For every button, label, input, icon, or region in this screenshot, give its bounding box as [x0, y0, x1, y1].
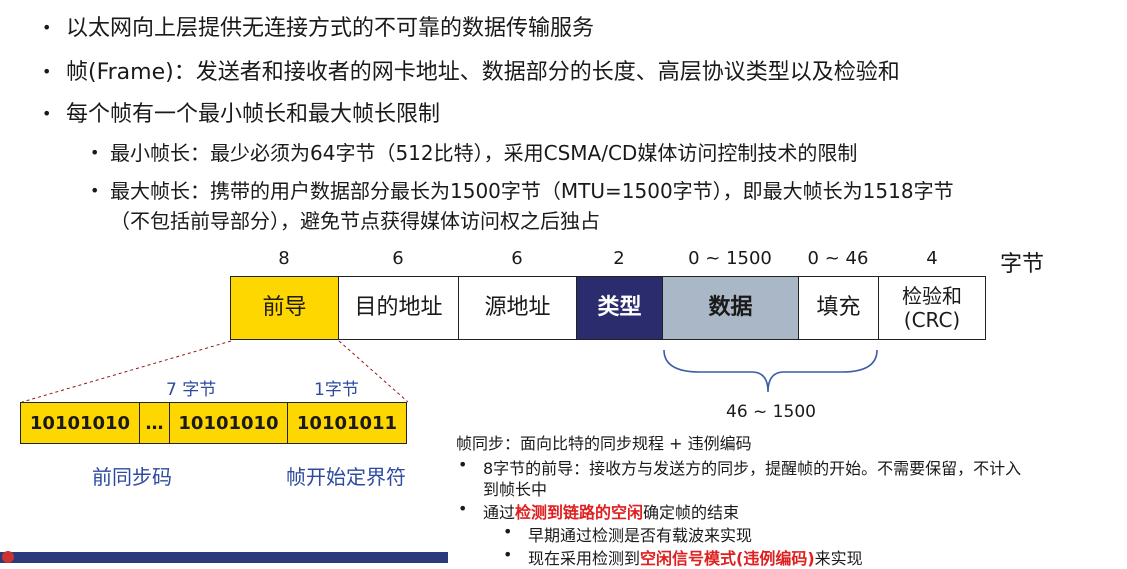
field-size-dest: 6 [392, 248, 404, 269]
note-1b: 到帧长中 [483, 480, 548, 499]
sub-bullet-1: 最小帧长：最少必须为64字节（512比特），采用CSMA/CD媒体访问控制技术的… [110, 141, 858, 165]
field-size-preamble: 8 [278, 248, 290, 269]
field-size-pad: 0 ~ 46 [807, 248, 869, 269]
field-size-data: 0 ~ 1500 [688, 248, 772, 269]
preamble-label-1: 1字节 [314, 380, 359, 400]
bullet-dot: • [42, 104, 52, 123]
field-name: 源地址 [484, 294, 551, 320]
field-crc: 检验和 (CRC) [878, 276, 986, 340]
field-preamble: 前导 [230, 276, 339, 340]
field-dest-address: 目的地址 [338, 276, 459, 340]
bullet-2: 帧(Frame)：发送者和接收者的网卡地址、数据部分的长度、高层协议类型以及检验… [66, 60, 900, 85]
field-name: 数据 [708, 294, 753, 320]
field-type: 类型 [576, 276, 663, 340]
bullet-1: 以太网向上层提供无连接方式的不可靠的数据传输服务 [66, 16, 595, 41]
field-size-crc: 4 [926, 248, 938, 269]
unit-label: 字节 [999, 252, 1044, 277]
preamble-byte: 10101010 [169, 402, 288, 444]
bullet-dot: • [42, 62, 52, 81]
note-subdot: • [503, 522, 513, 541]
field-name: 类型 [597, 294, 642, 320]
note-sub-2-pre: 现在采用检测到 [528, 549, 641, 568]
bullet-dot: • [42, 18, 52, 37]
field-name: 前导 [262, 294, 307, 320]
field-size-type: 2 [613, 248, 625, 269]
note-sub-1: 早期通过检测是否有载波来实现 [528, 526, 753, 545]
sub-bullet-dot: • [90, 181, 100, 200]
byte-value: 10101011 [296, 412, 398, 434]
preamble-caption: 前同步码 [92, 465, 172, 489]
field-name-sub: (CRC) [903, 308, 961, 332]
note-1a: 8字节的前导：接收方与发送方的同步，提醒帧的开始。不需要保留，不计入 [483, 459, 1022, 478]
note-subdot: • [503, 545, 513, 564]
sub-bullet-2-cont: （不包括前导部分），避免节点获得媒体访问权之后独占 [110, 209, 600, 233]
note-dot: • [458, 499, 468, 518]
note-2-highlight: 检测到链路的空闲 [515, 503, 644, 522]
byte-value: 10101010 [29, 412, 131, 434]
note-dot: • [458, 455, 468, 474]
note-2: 通过检测到链路的空闲确定帧的结束 [483, 499, 739, 523]
footer-logo [2, 551, 14, 563]
byte-value: 10101010 [178, 412, 279, 434]
field-size-src: 6 [511, 248, 523, 269]
sfd-caption: 帧开始定界符 [286, 465, 406, 489]
sub-bullet-dot: • [90, 143, 100, 162]
sfd-byte: 10101011 [287, 402, 407, 444]
preamble-label-7: 7 字节 [166, 380, 217, 400]
field-pad: 填充 [798, 276, 879, 340]
note-sub-2-post: 来实现 [814, 549, 863, 568]
note-sub-2: 现在采用检测到空闲信号模式(违例编码)来实现 [528, 545, 863, 569]
field-src-address: 源地址 [458, 276, 577, 340]
notes-title: 帧同步：面向比特的同步规程 + 违例编码 [456, 434, 752, 453]
footer-bar [0, 552, 448, 563]
note-2-pre: 通过 [483, 503, 516, 522]
field-name: 检验和 [902, 284, 962, 308]
preamble-ellipsis: … [139, 402, 170, 444]
field-name: 目的地址 [354, 294, 443, 320]
bullet-3: 每个帧有一个最小帧长和最大帧长限制 [66, 102, 441, 127]
note-2-post: 确定帧的结束 [643, 503, 740, 522]
data-pad-brace [663, 349, 878, 393]
field-name: 填充 [816, 294, 861, 320]
note-sub-2-highlight: 空闲信号模式(违例编码) [640, 549, 815, 568]
field-data: 数据 [662, 276, 799, 340]
preamble-byte: 10101010 [20, 402, 140, 444]
brace-label: 46 ~ 1500 [726, 402, 816, 422]
sub-bullet-2: 最大帧长：携带的用户数据部分最长为1500字节（MTU=1500字节），即最大帧… [110, 179, 954, 203]
ellipsis: … [145, 412, 164, 434]
